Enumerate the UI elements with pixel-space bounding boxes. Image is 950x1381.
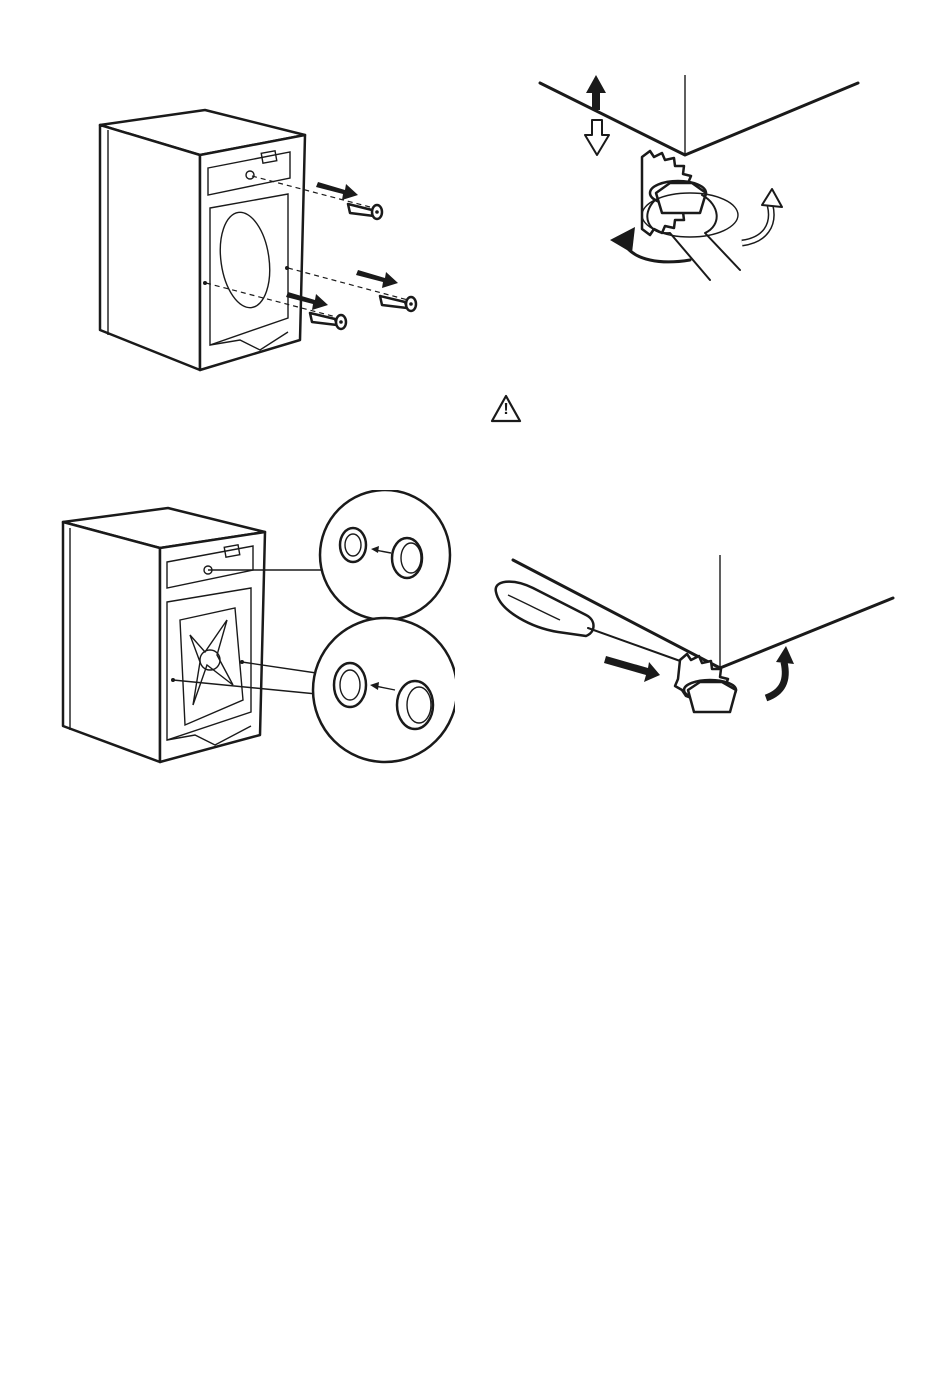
transit-bolt-removal-illustration (90, 100, 430, 380)
foot-adjustment-wrench-illustration (530, 65, 870, 290)
foot-lock-screwdriver-illustration (488, 550, 898, 730)
plastic-caps-insertion-illustration (55, 490, 455, 775)
warning-glyph: ! (489, 401, 523, 419)
warning-triangle-icon: ! (489, 393, 523, 425)
